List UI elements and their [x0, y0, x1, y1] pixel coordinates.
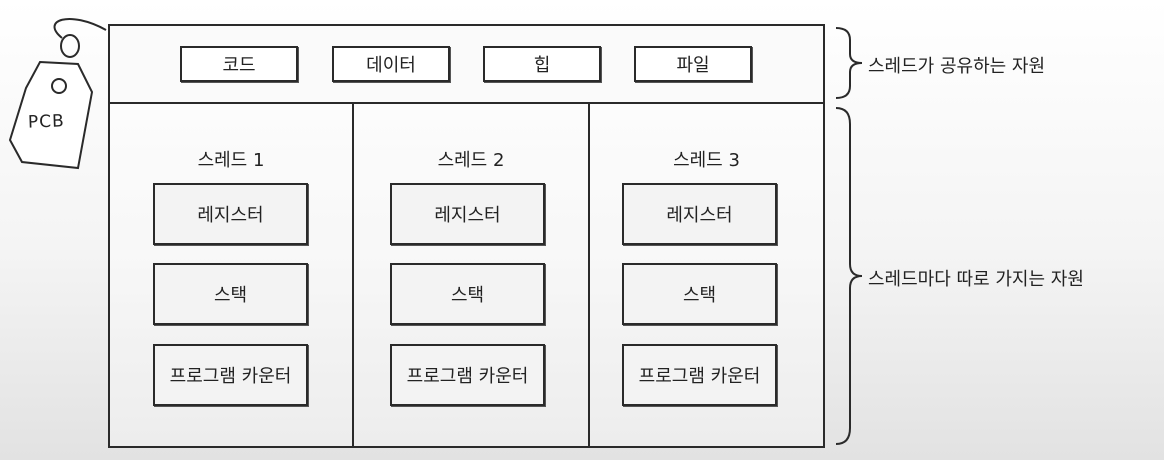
heap-label: 힙 — [533, 55, 551, 76]
code-box: 코드 — [180, 46, 298, 82]
thread-1-register-box: 레지스터 — [153, 183, 308, 245]
thread-1-stack-box: 스택 — [153, 263, 308, 325]
thread-3-title: 스레드 3 — [673, 150, 740, 171]
thread-1-pc-box: 프로그램 카운터 — [153, 344, 308, 406]
heap-box: 힙 — [483, 46, 601, 82]
data-label: 데이터 — [366, 55, 416, 76]
program-counter-label: 프로그램 카운터 — [169, 366, 292, 387]
shared-resources-band: 코드 데이터 힙 파일 — [110, 26, 823, 104]
thread-3-column: 스레드 3 레지스터 스택 프로그램 카운터 — [588, 104, 823, 446]
thread-1-title: 스레드 1 — [197, 150, 265, 171]
register-label: 레지스터 — [666, 205, 733, 226]
program-counter-label: 프로그램 카운터 — [406, 366, 529, 387]
program-counter-label: 프로그램 카운터 — [638, 366, 761, 387]
file-box: 파일 — [634, 46, 752, 82]
stack-label: 스택 — [450, 285, 485, 306]
file-label: 파일 — [676, 55, 710, 76]
thread-2-title: 스레드 2 — [437, 150, 505, 171]
register-label: 레지스터 — [434, 205, 501, 226]
register-label: 레지스터 — [197, 205, 264, 226]
pcb-tag: PCB — [0, 0, 110, 175]
tag-icon — [8, 18, 107, 170]
thread-2-column: 레지스터 스레드 2 스택 프로그램 카운터 — [352, 104, 588, 446]
thread-1-column: 스레드 1 레지스터 스택 프로그램 카운터 — [110, 104, 352, 446]
shared-brace-icon — [835, 27, 863, 99]
per-thread-brace-icon — [835, 107, 863, 445]
shared-resources-annotation: 스레드가 공유하는 자원 — [868, 56, 1046, 77]
data-box: 데이터 — [332, 46, 450, 82]
thread-2-register-box: 레지스터 — [390, 183, 545, 245]
per-thread-resources-annotation: 스레드마다 따로 가지는 자원 — [868, 269, 1084, 290]
thread-2-pc-box: 프로그램 카운터 — [390, 344, 545, 406]
stack-label: 스택 — [213, 285, 248, 306]
code-label: 코드 — [222, 55, 256, 76]
thread-3-stack-box: 스택 — [622, 263, 777, 325]
thread-3-pc-box: 프로그램 카운터 — [622, 344, 777, 406]
pcb-memory-diagram: 코드 데이터 힙 파일 스레드 1 레지스터 스택 프로그램 카운터 레지스터 … — [108, 24, 825, 448]
thread-2-stack-box: 스택 — [390, 263, 545, 325]
thread-3-register-box: 레지스터 — [622, 183, 777, 245]
stack-label: 스택 — [682, 285, 717, 306]
pcb-label: PCB — [27, 111, 66, 133]
